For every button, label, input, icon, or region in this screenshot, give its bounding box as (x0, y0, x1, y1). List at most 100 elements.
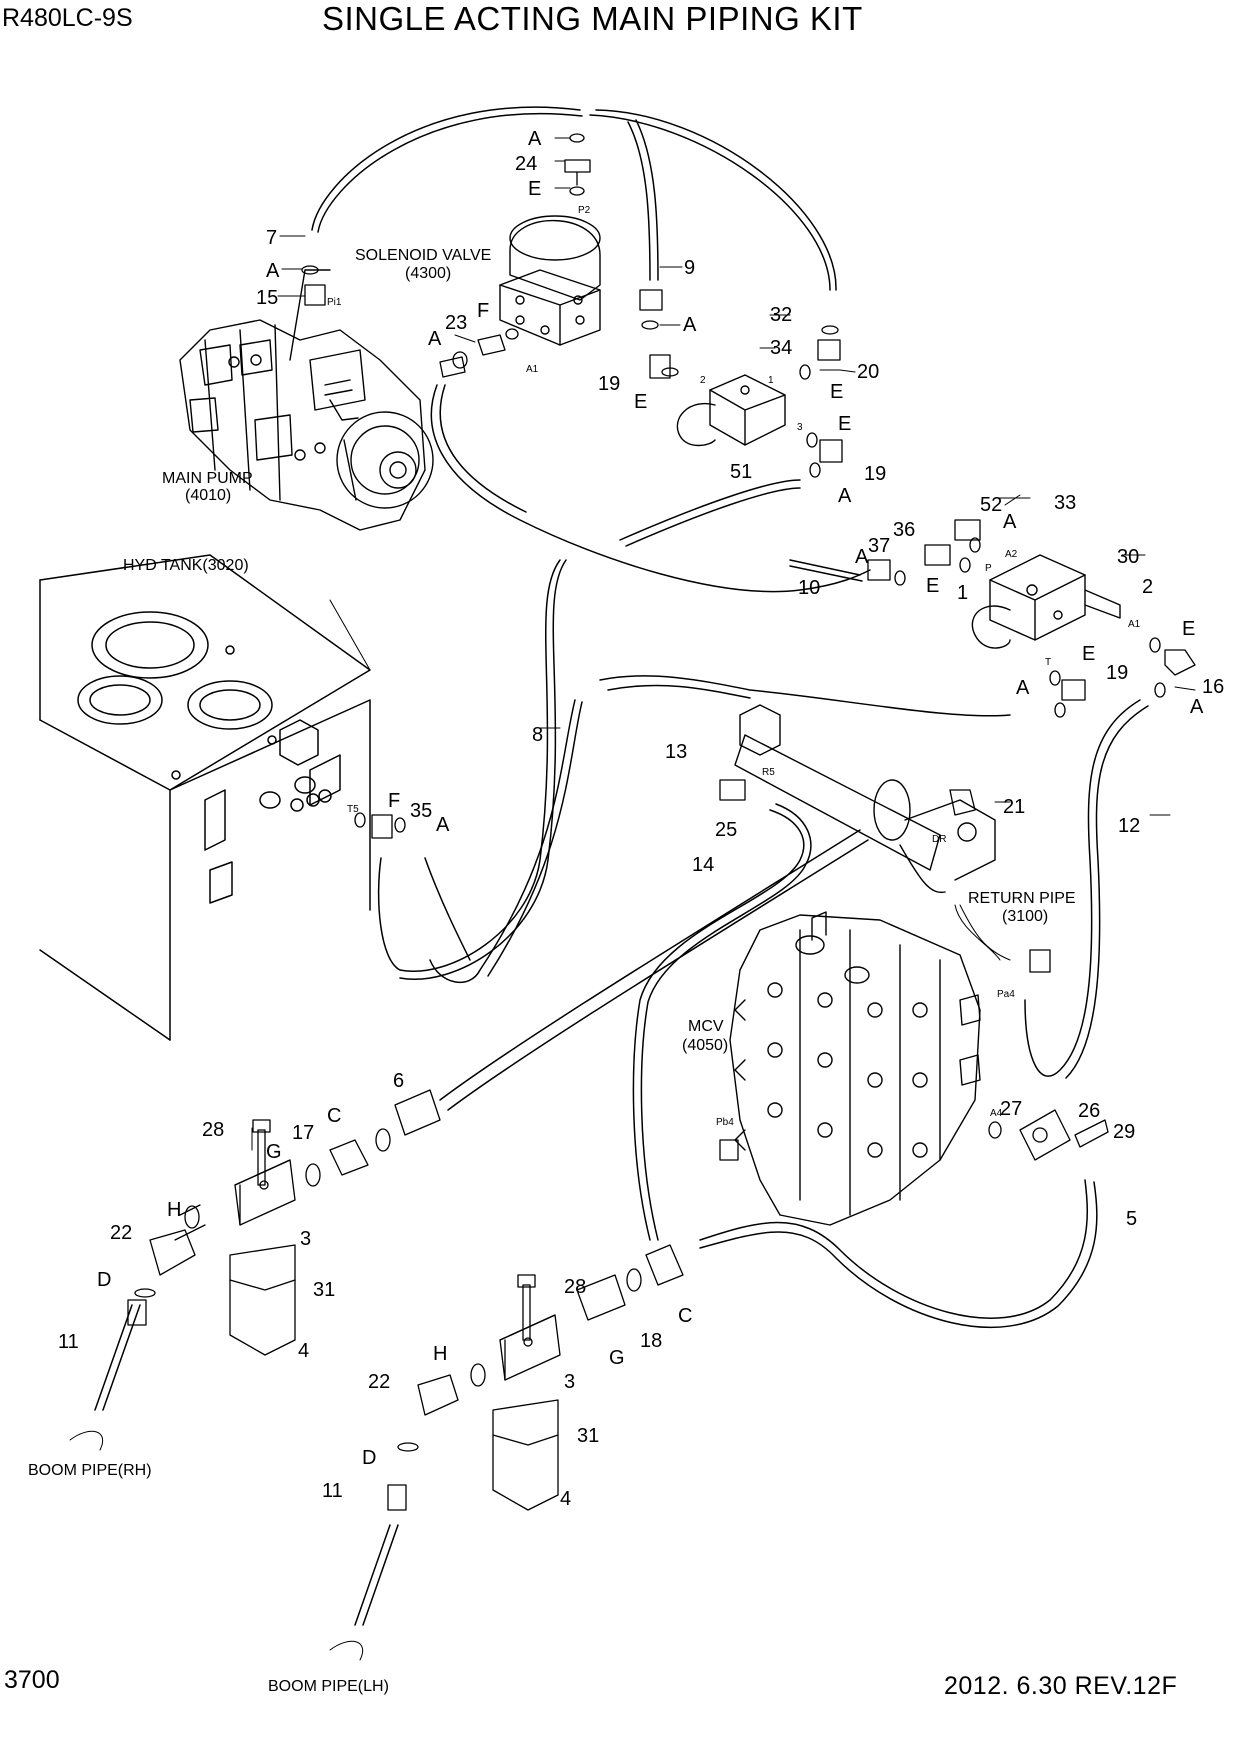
callout: E (528, 178, 541, 200)
callout: A (428, 328, 442, 350)
callout: 12 (1118, 815, 1140, 837)
callout: A (1190, 696, 1204, 718)
mcv-label: MCV (688, 1018, 724, 1035)
callout: 9 (684, 257, 695, 279)
port-label: A1 (1128, 619, 1141, 630)
main-pump-ref: (4010) (185, 487, 231, 504)
callout: 10 (798, 577, 820, 599)
callout: D (362, 1447, 376, 1469)
callout: 11 (58, 1331, 79, 1353)
callout: 16 (1202, 676, 1224, 698)
callout: 35 (410, 800, 432, 822)
return-pipe-label: RETURN PIPE (968, 890, 1076, 907)
callout: 7 (266, 227, 277, 249)
model-number: R480LC-9S (2, 4, 133, 32)
callout: 6 (393, 1070, 404, 1092)
callout: E (1182, 618, 1195, 640)
callout: E (838, 413, 851, 435)
solenoid-valve-label: SOLENOID VALVE (355, 247, 491, 264)
valve-51-drawing (676, 374, 786, 447)
port-label: A2 (1005, 549, 1018, 560)
callout: 30 (1117, 546, 1139, 568)
mcv-drawing (729, 911, 981, 1226)
solenoid-valve-drawing (499, 215, 601, 346)
callout: A (266, 260, 280, 282)
port-label: Pi1 (327, 297, 342, 308)
callout: 11 (322, 1480, 343, 1502)
callout: A (855, 546, 869, 568)
return-pipe-drawing (734, 704, 1011, 961)
page-number: 3700 (4, 1666, 60, 1694)
callout: 17 (292, 1122, 314, 1144)
callout: 52 (980, 494, 1002, 516)
port-label: P2 (578, 205, 591, 216)
port-label: P (985, 563, 992, 574)
fittings (127, 133, 1196, 1511)
callout: A (683, 314, 697, 336)
callout: 24 (515, 153, 537, 175)
mcv-ref: (4050) (682, 1037, 728, 1054)
callout: E (926, 575, 939, 597)
callout: A (436, 814, 450, 836)
hyd-tank-drawing (39, 554, 371, 1041)
hoses (69, 106, 1149, 1661)
port-label: A4 (990, 1108, 1003, 1119)
port-labels: P2 Pi1 A1 A2 P A1 T T5 R5 DR Pa4 A4 Pb4 … (327, 205, 1141, 1128)
callout: 21 (1003, 796, 1025, 818)
port-label: R5 (762, 767, 775, 778)
callout: 8 (532, 724, 543, 746)
callout: E (830, 381, 843, 403)
callout: 22 (368, 1371, 390, 1393)
callout: A (528, 128, 542, 150)
callout: 28 (202, 1119, 224, 1141)
solenoid-valve-ref: (4300) (405, 265, 451, 282)
callout: 34 (770, 337, 792, 359)
main-pump-drawing (179, 269, 434, 531)
callout: 5 (1126, 1208, 1137, 1230)
callout: 29 (1113, 1121, 1135, 1143)
callout: 27 (1000, 1098, 1022, 1120)
callout: 4 (298, 1340, 309, 1362)
callout: E (634, 391, 647, 413)
hyd-tank-label: HYD TANK(3020) (123, 557, 249, 574)
callout: A (1003, 511, 1017, 533)
callout: 18 (640, 1330, 662, 1352)
callout: C (678, 1305, 692, 1327)
callout: E (1082, 643, 1095, 665)
port-label: T5 (347, 804, 359, 815)
callout: D (97, 1269, 111, 1291)
callout: A (1016, 677, 1030, 699)
callout: 15 (256, 287, 278, 309)
callout: 14 (692, 854, 714, 876)
port-label: DR (932, 834, 946, 845)
callout: 51 (730, 461, 752, 483)
port-label: Pb4 (716, 1117, 734, 1128)
leader-lines (251, 137, 1196, 1151)
callout: 32 (770, 304, 792, 326)
callout: 25 (715, 819, 737, 841)
boom-pipe-lh-label: BOOM PIPE(LH) (268, 1678, 389, 1695)
callout: A (838, 485, 852, 507)
port-label: 3 (797, 422, 803, 433)
port-label: A1 (526, 364, 539, 375)
boom-pipe-rh-label: BOOM PIPE(RH) (28, 1462, 152, 1479)
component-labels: SOLENOID VALVE (4300) MAIN PUMP (4010) H… (28, 247, 1076, 1695)
diagram-title: SINGLE ACTING MAIN PIPING KIT (322, 0, 863, 37)
callout: 36 (893, 519, 915, 541)
callout: 31 (313, 1279, 335, 1301)
callout: 4 (560, 1488, 571, 1510)
port-label: 2 (700, 375, 706, 386)
callout: 28 (564, 1276, 586, 1298)
valve-block-1-drawing (971, 554, 1121, 649)
port-label: T (1045, 657, 1051, 668)
callout: 37 (868, 535, 890, 557)
callout: F (388, 790, 400, 812)
callout: F (477, 300, 489, 322)
callout: 13 (665, 741, 687, 763)
callout: 22 (110, 1222, 132, 1244)
callout-labels: A 24 E 7 A 15 9 23 F A 32 A 34 19 E 20 E… (58, 128, 1224, 1510)
callout: 23 (445, 312, 467, 334)
callout: 3 (300, 1228, 311, 1250)
